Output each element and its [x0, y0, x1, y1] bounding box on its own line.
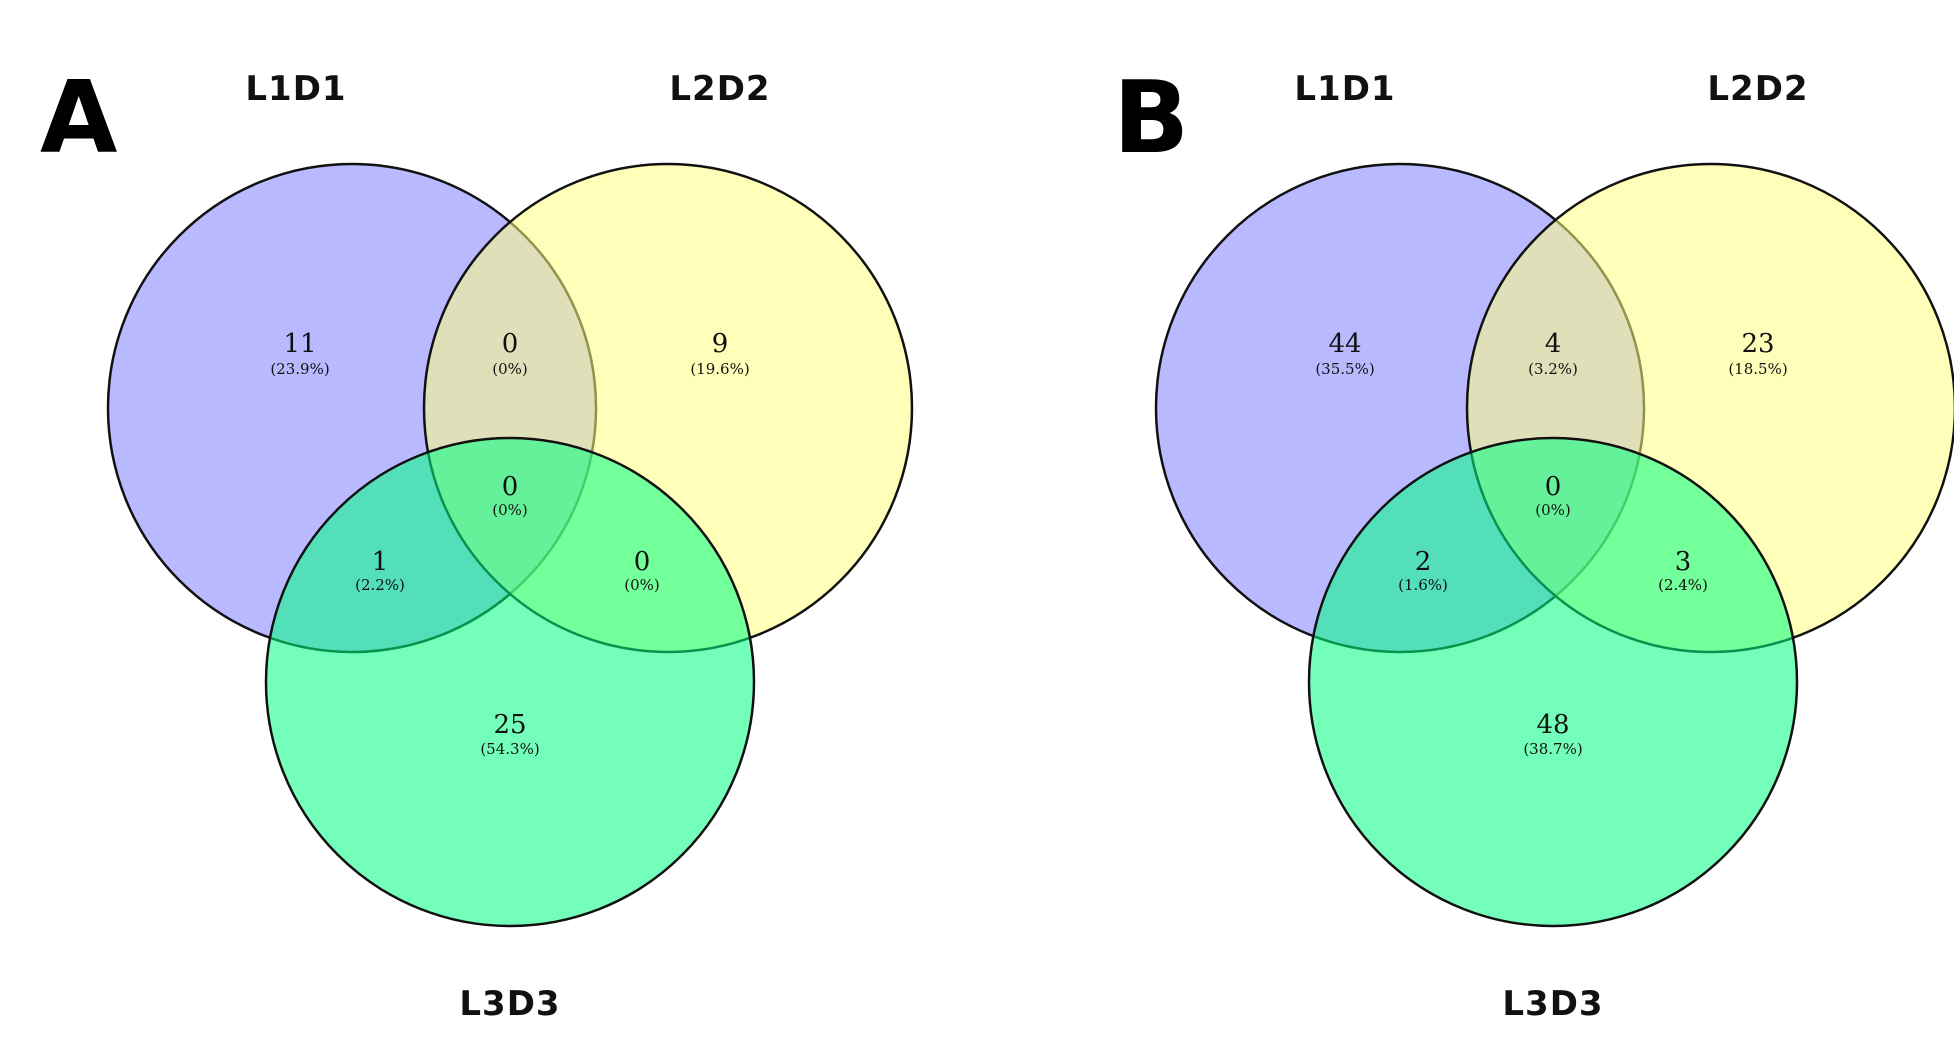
- region-percent: (0%): [492, 501, 528, 519]
- set-label-l3d3-a: L3D3: [459, 984, 560, 1024]
- region-l1d1-l3d3-b: 2 (1.6%): [1398, 547, 1448, 594]
- region-count: 3: [1675, 547, 1692, 577]
- region-percent: (35.5%): [1315, 360, 1374, 378]
- region-count: 25: [493, 710, 526, 740]
- venn-panel-b: B L1D1 L2D2 L3D3 44 (35.5%) 4 (3.2%) 23 …: [1113, 59, 1954, 1024]
- region-count: 44: [1328, 329, 1361, 359]
- region-count: 2: [1415, 547, 1432, 577]
- venn-panel-a: A L1D1 L2D2 L3D3 11 (23.9%) 0 (0%) 9 (19…: [40, 59, 914, 1024]
- region-only-l2d2-b: 23 (18.5%): [1728, 329, 1787, 378]
- region-count: 0: [1545, 472, 1562, 502]
- region-percent: (3.2%): [1528, 360, 1578, 378]
- set-label-l2d2-a: L2D2: [669, 69, 770, 109]
- region-percent: (2.4%): [1658, 576, 1708, 594]
- region-percent: (18.5%): [1728, 360, 1787, 378]
- region-only-l1d1-a: 11 (23.9%): [270, 329, 329, 378]
- region-all-three-a: 0 (0%): [492, 472, 528, 519]
- region-percent: (0%): [624, 576, 660, 594]
- region-all-three-b: 0 (0%): [1535, 472, 1571, 519]
- region-l1d1-l2d2-b: 4 (3.2%): [1528, 329, 1578, 378]
- region-count: 11: [283, 329, 316, 359]
- region-l1d1-l3d3-a: 1 (2.2%): [355, 547, 405, 594]
- region-count: 1: [372, 547, 389, 577]
- region-percent: (54.3%): [480, 740, 539, 758]
- region-count: 0: [502, 329, 519, 359]
- region-only-l3d3-b: 48 (38.7%): [1523, 710, 1582, 758]
- region-count: 0: [502, 472, 519, 502]
- set-label-l3d3-b: L3D3: [1502, 984, 1603, 1024]
- region-percent: (2.2%): [355, 576, 405, 594]
- panel-letter-a: A: [40, 59, 117, 176]
- region-l1d1-l2d2-a: 0 (0%): [492, 329, 528, 378]
- set-label-l2d2-b: L2D2: [1707, 69, 1808, 109]
- region-count: 48: [1536, 710, 1569, 740]
- region-percent: (1.6%): [1398, 576, 1448, 594]
- region-count: 4: [1545, 329, 1562, 359]
- region-percent: (0%): [1535, 501, 1571, 519]
- region-only-l1d1-b: 44 (35.5%): [1315, 329, 1374, 378]
- circle-l3d3-b: [1307, 436, 1799, 928]
- region-percent: (0%): [492, 360, 528, 378]
- region-l2d2-l3d3-b: 3 (2.4%): [1658, 547, 1708, 594]
- region-percent: (38.7%): [1523, 740, 1582, 758]
- region-count: 0: [634, 547, 651, 577]
- set-label-l1d1-b: L1D1: [1294, 69, 1395, 109]
- circle-l3d3-a: [264, 436, 756, 928]
- region-count: 9: [712, 329, 729, 359]
- region-count: 23: [1741, 329, 1774, 359]
- region-only-l2d2-a: 9 (19.6%): [690, 329, 749, 378]
- set-label-l1d1-a: L1D1: [245, 69, 346, 109]
- region-l2d2-l3d3-a: 0 (0%): [624, 547, 660, 594]
- region-percent: (19.6%): [690, 360, 749, 378]
- region-only-l3d3-a: 25 (54.3%): [480, 710, 539, 758]
- region-percent: (23.9%): [270, 360, 329, 378]
- panel-letter-b: B: [1113, 59, 1189, 176]
